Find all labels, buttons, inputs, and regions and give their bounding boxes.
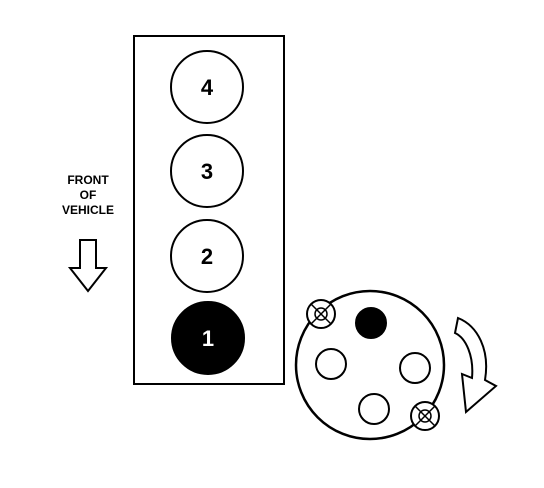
- cylinder-1-circle: [171, 301, 245, 375]
- cylinder-4: 4: [170, 50, 244, 124]
- cylinder-2-number: 2: [201, 244, 213, 269]
- front-label-line-1: FRONT: [67, 173, 109, 187]
- distributor-terminal-1: [355, 307, 387, 339]
- front-label-line-3: VEHICLE: [62, 203, 114, 217]
- cylinder-4-circle: [170, 50, 244, 124]
- cylinder-2-circle: [170, 219, 244, 293]
- cylinder-3-number: 3: [201, 159, 213, 184]
- front-label-line-2: OF: [80, 188, 97, 202]
- rotation-direction-arrow-icon: [453, 316, 498, 415]
- cylinder-1: 1: [171, 301, 245, 375]
- cylinder-2: 2: [170, 219, 244, 293]
- cylinder-3: 3: [170, 134, 244, 208]
- distributor-terminal-2: [315, 348, 347, 380]
- distributor-screw-right-icon: [410, 401, 440, 431]
- cylinder-1-number: 1: [202, 326, 214, 351]
- distributor-screw-left-icon: [306, 299, 336, 329]
- distributor-terminal-3: [399, 352, 431, 384]
- distributor-body: [294, 289, 446, 441]
- cylinder-4-number: 4: [201, 75, 214, 100]
- front-direction-arrow-icon: [67, 239, 109, 293]
- distributor-terminal-4: [358, 393, 390, 425]
- distributor-cap: [294, 289, 446, 441]
- cylinder-3-circle: [170, 134, 244, 208]
